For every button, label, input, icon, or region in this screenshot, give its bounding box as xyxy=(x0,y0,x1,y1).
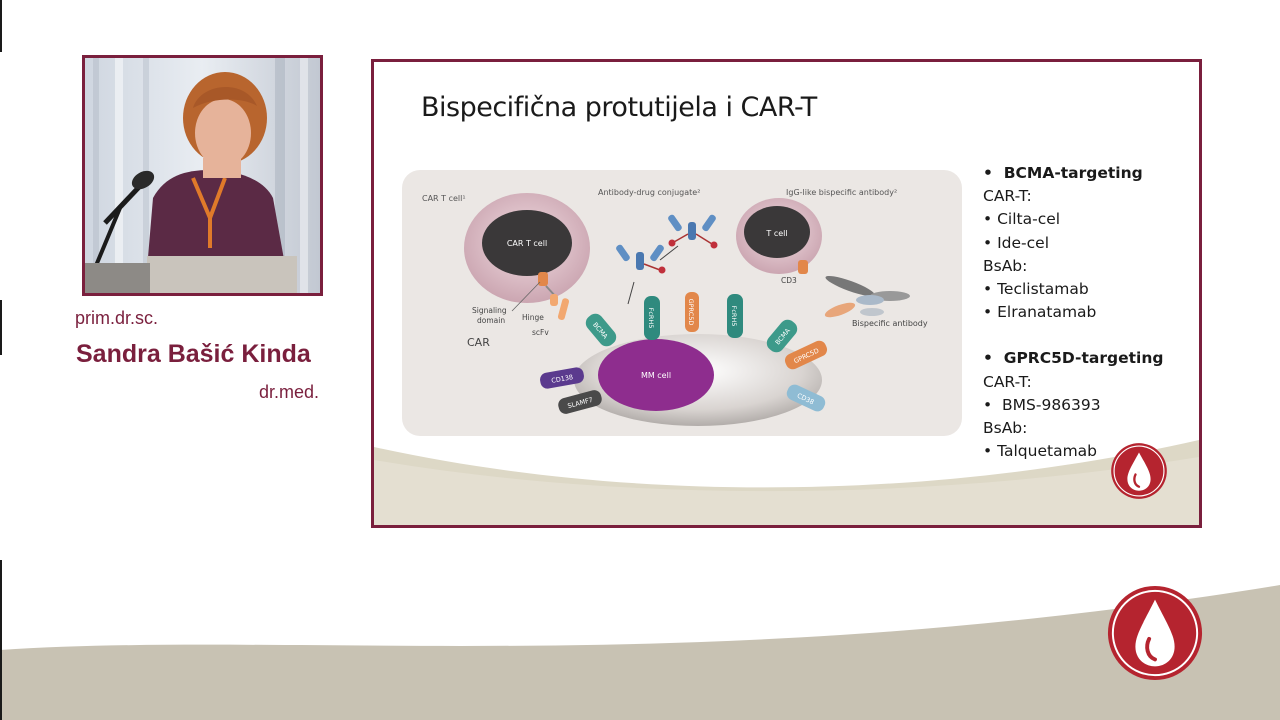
svg-text:GPRC5D: GPRC5D xyxy=(687,299,695,326)
car-signaling xyxy=(538,272,548,286)
receptor-fcrh5-left: FcRH5 xyxy=(644,296,660,340)
signaling-label-2: domain xyxy=(477,316,505,325)
receptor-bcma-left: BCMA xyxy=(585,313,617,347)
t-cell-inner-label: T cell xyxy=(765,229,787,238)
list-item: CAR-T: xyxy=(983,187,1032,206)
adc-antibody-1 xyxy=(668,214,718,249)
list-spacer xyxy=(983,324,1193,347)
target-list: • BCMA-targeting CAR-T: • Cilta-cel • Id… xyxy=(983,162,1193,463)
receptor-fcrh5-right: FcRH5 xyxy=(727,294,743,338)
mm-cell xyxy=(598,339,714,411)
bispecific-antibody-label: Bispecific antibody xyxy=(852,319,928,328)
slide-wave xyxy=(374,440,1199,525)
arrow xyxy=(627,281,635,305)
receptor-gprc5d-top: GPRC5D xyxy=(685,292,699,332)
receptor-slamf7: SLAMF7 xyxy=(558,390,602,414)
t-cell-nucleus xyxy=(744,206,810,258)
edge-mark xyxy=(0,0,2,52)
speaker-video xyxy=(82,55,323,296)
signaling-label-1: Signaling xyxy=(472,306,507,315)
speaker-name: Sandra Bašić Kinda xyxy=(76,340,311,368)
car-t-cell-label: CAR T cell¹ xyxy=(422,194,466,203)
list-item: • BCMA-targeting xyxy=(983,164,1143,182)
speaker-image xyxy=(85,58,320,293)
scfv-label: scFv xyxy=(532,328,549,337)
speaker-title-prefix: prim.dr.sc. xyxy=(75,308,159,328)
blood-drop-icon xyxy=(1111,443,1167,499)
slide-title: Bispecifična protutijela i CAR-T xyxy=(421,92,817,123)
receptor-bcma-right: BCMA xyxy=(766,319,798,353)
list-item: • Elranatamab xyxy=(983,303,1097,322)
svg-text:FcRH5: FcRH5 xyxy=(647,308,655,329)
receptor-cd38-right: CD38 xyxy=(786,384,826,412)
list-item: • BMS-986393 xyxy=(983,395,1101,414)
cd3-receptor xyxy=(798,260,808,274)
svg-text:CD138: CD138 xyxy=(551,373,574,385)
car-t-cell-inner-label: CAR T cell xyxy=(507,239,547,248)
presentation-slide: Bispecifična protutijela i CAR-T CAR T c… xyxy=(371,59,1202,528)
list-item: • Teclistamab xyxy=(983,280,1089,299)
adc-label: Antibody-drug conjugate² xyxy=(598,188,700,197)
list-item: • GPRC5D-targeting xyxy=(983,349,1164,368)
car-label: CAR xyxy=(467,336,490,349)
car-t-nucleus xyxy=(482,210,572,276)
list-item: CAR-T: xyxy=(983,372,1032,391)
hinge-label: Hinge xyxy=(522,313,544,322)
svg-text:FcRH5: FcRH5 xyxy=(730,306,738,327)
edge-mark xyxy=(0,300,2,355)
adc-antibody-2 xyxy=(616,244,666,274)
list-item: • Ide-cel xyxy=(983,233,1049,252)
list-item: • Talquetamab xyxy=(983,442,1098,461)
receptor-cd138: CD138 xyxy=(540,367,584,389)
list-item: BsAb: xyxy=(983,419,1028,438)
bispecific-antibody-icon xyxy=(824,275,910,318)
edge-mark xyxy=(0,560,2,720)
arrow xyxy=(659,245,679,261)
mechanism-diagram: CAR T cell¹ Antibody-drug conjugate² IgG… xyxy=(402,170,962,436)
speaker-title-suffix: dr.med. xyxy=(259,382,320,402)
cd3-label: CD3 xyxy=(781,276,797,285)
mm-cell-label: MM cell xyxy=(641,371,671,380)
list-item: BsAb: xyxy=(983,256,1028,275)
blood-drop-icon xyxy=(1107,585,1203,681)
igg-label: IgG-like bispecific antibody² xyxy=(786,188,897,197)
list-item: • Cilta-cel xyxy=(983,210,1061,229)
